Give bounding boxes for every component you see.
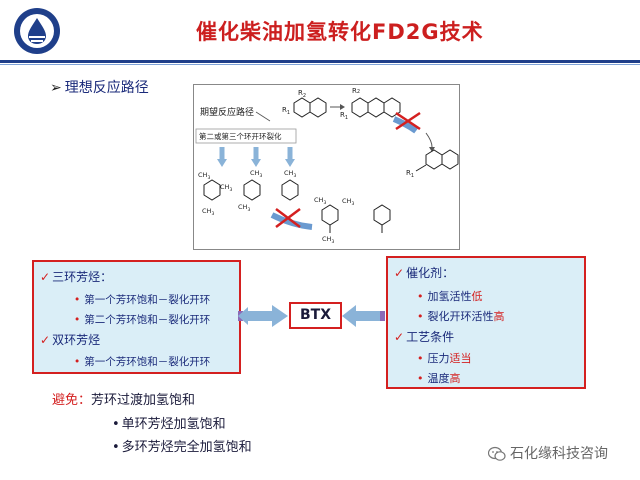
section-heading: ➢理想反应路径 xyxy=(50,77,149,97)
svg-text:CH3: CH3 xyxy=(202,207,214,217)
figure-subtitle-box xyxy=(195,128,297,144)
bicyclic-sub-1: •第一个芳环饱和－裂化开环 xyxy=(74,356,211,368)
tricyclic-aromatics-heading: ✓三环芳烃： xyxy=(40,270,113,284)
tricyclic-sub-2: •第二个芳环饱和－裂化开环 xyxy=(74,314,211,326)
avoid-heading: 避免：芳环过渡加氢饱和 xyxy=(52,393,196,408)
aromatics-box xyxy=(32,260,241,374)
r2-label-a: R2 xyxy=(298,89,306,99)
page-title: 催化柴油加氢转化FD2G技术 xyxy=(196,20,484,44)
process-item-temperature: •温度高 xyxy=(417,372,461,385)
xylene-molecule xyxy=(243,179,261,201)
svg-text:CH3: CH3 xyxy=(284,169,296,179)
tricyclic-sub-1: •第一个芳环饱和－裂化开环 xyxy=(74,294,211,306)
left-to-btx-arrow-icon xyxy=(238,305,288,327)
btx-label: BTX xyxy=(289,302,342,329)
reaction-diagram: 期望反应路径 第二或第三个环开环裂化 R2 R1 R2 R1 xyxy=(195,87,459,245)
catalyst-item-hydrogenation: •加氢活性低 xyxy=(417,290,483,303)
reaction-pathway-figure: 期望反应路径 第二或第三个环开环裂化 R2 R1 R2 R1 xyxy=(193,84,460,250)
blocked-path-arrow-2 xyxy=(270,212,313,230)
catalyst-heading: ✓催化剂： xyxy=(394,266,455,280)
watermark-text: 石化缘科技咨询 xyxy=(510,446,608,462)
pathway-arrows xyxy=(217,147,295,167)
bicyclic-aromatics-heading: ✓双环芳烃 xyxy=(40,333,101,347)
check-icon: ✓ xyxy=(40,270,51,284)
r2-label-b: R2 xyxy=(352,87,360,95)
svg-text:CH3: CH3 xyxy=(322,235,334,245)
wechat-icon xyxy=(488,446,506,461)
svg-text:CH3: CH3 xyxy=(314,196,326,206)
section-heading-label: 理想反应路径 xyxy=(64,80,149,96)
svg-text:CH3: CH3 xyxy=(220,183,232,193)
blocked-cross-icon-2 xyxy=(275,208,301,228)
pointer-line xyxy=(255,111,271,122)
tricyclic-molecule xyxy=(351,97,401,118)
blocked-cross-icon xyxy=(395,111,421,131)
cyclohexane-methyl-molecule xyxy=(373,204,391,233)
process-heading: ✓工艺条件 xyxy=(394,330,455,344)
bicyclic-saturated-molecule xyxy=(425,149,459,170)
avoid-item-1: •单环芳烃加氢饱和 xyxy=(112,417,226,432)
avoid-item-2: •多环芳烃完全加氢饱和 xyxy=(112,440,252,455)
lab-logo-icon xyxy=(14,8,60,54)
methylcyclohexane-molecule xyxy=(321,204,339,233)
slide-header: 催化柴油加氢转化FD2G技术 xyxy=(0,0,640,60)
svg-text:CH3: CH3 xyxy=(198,171,210,181)
check-icon: ✓ xyxy=(40,333,51,347)
figure-title: 期望反应路径 xyxy=(200,106,254,118)
r1-label-b: R1 xyxy=(340,111,348,121)
three-ring-aromatic-molecule xyxy=(293,97,327,118)
trimethylbenzene-molecule xyxy=(203,179,221,201)
catalyst-item-cracking: •裂化开环活性高 xyxy=(417,310,505,323)
watermark: 石化缘科技咨询 xyxy=(488,443,608,463)
r1-label-c: R1 xyxy=(406,169,414,179)
blocked-path-arrow xyxy=(392,116,418,134)
svg-text:CH3: CH3 xyxy=(250,169,262,179)
r1-label-a: R1 xyxy=(282,106,290,116)
svg-text:CH3: CH3 xyxy=(342,197,354,207)
right-to-btx-arrow-icon xyxy=(342,305,385,327)
catalyst-process-box xyxy=(386,256,586,389)
arrow-bullet-icon: ➢ xyxy=(50,80,62,96)
process-item-pressure: •压力适当 xyxy=(417,352,472,365)
figure-subtitle: 第二或第三个环开环裂化 xyxy=(199,131,282,141)
check-icon: ✓ xyxy=(394,266,405,280)
check-icon: ✓ xyxy=(394,330,405,344)
header-divider-thin xyxy=(0,64,640,65)
header-divider xyxy=(0,60,640,63)
toluene-molecule xyxy=(281,179,299,201)
svg-text:CH3: CH3 xyxy=(238,203,250,213)
